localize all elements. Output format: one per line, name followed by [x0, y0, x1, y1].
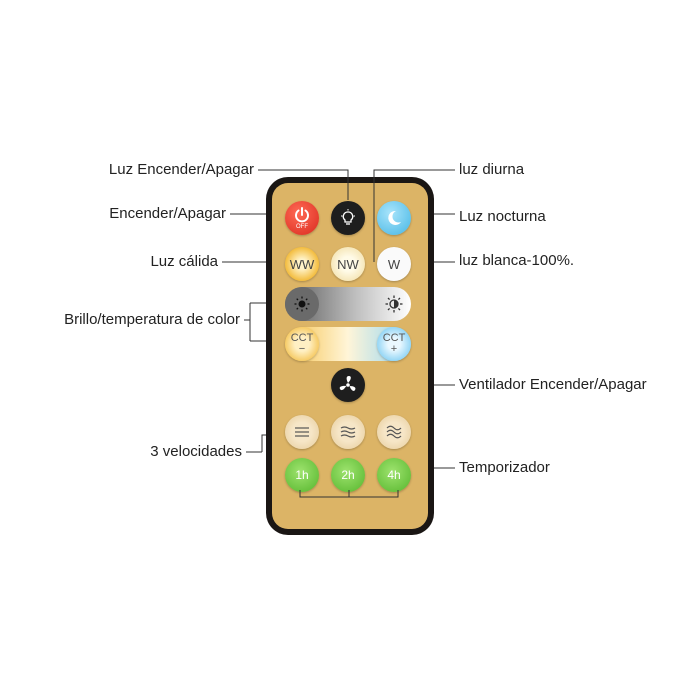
- cct-plus-button[interactable]: CCT +: [377, 327, 411, 361]
- fan-button[interactable]: [331, 368, 365, 402]
- speed-low-button[interactable]: [285, 415, 319, 449]
- lightbulb-icon: [341, 209, 355, 225]
- brightness-low-icon: [294, 296, 310, 312]
- warm-white-button[interactable]: WW: [285, 247, 319, 281]
- w-label: W: [387, 256, 401, 272]
- wind-wave-icon: [295, 427, 309, 437]
- label-temporizador: Temporizador: [459, 459, 550, 476]
- timer-2h-button[interactable]: 2h: [331, 458, 365, 492]
- brightness-down-button[interactable]: [285, 287, 319, 321]
- timer-1h-label: 1h: [295, 468, 309, 482]
- speed-high-button[interactable]: [377, 415, 411, 449]
- light-toggle-button[interactable]: [331, 201, 365, 235]
- night-light-button[interactable]: [377, 201, 411, 235]
- label-encender-apagar: Encender/Apagar: [109, 205, 226, 222]
- label-brillo-temperatura: Brillo/temperatura de color: [64, 311, 240, 328]
- power-icon: [295, 207, 309, 223]
- timer-4h-button[interactable]: 4h: [377, 458, 411, 492]
- cct-plus-sign: +: [390, 343, 398, 355]
- power-button[interactable]: OFF: [285, 201, 319, 235]
- label-tres-velocidades: 3 velocidades: [150, 443, 242, 460]
- natural-white-button[interactable]: NW: [331, 247, 365, 281]
- timer-4h-label: 4h: [387, 468, 401, 482]
- cct-minus-sign: −: [298, 343, 306, 355]
- cct-plus-label: CCT: [382, 332, 406, 344]
- cct-minus-button[interactable]: CCT −: [285, 327, 319, 361]
- label-luz-diurna: luz diurna: [459, 161, 525, 178]
- moon-icon: [388, 210, 401, 225]
- timer-1h-button[interactable]: 1h: [285, 458, 319, 492]
- brightness-up-button[interactable]: [377, 287, 411, 321]
- nw-label: NW: [337, 256, 359, 272]
- label-ventilador: Ventilador Encender/Apagar: [459, 376, 647, 393]
- label-luz-encender-apagar: Luz Encender/Apagar: [108, 161, 254, 178]
- ww-label: WW: [289, 256, 315, 272]
- fan-icon: [339, 376, 356, 391]
- label-luz-calida: Luz cálida: [150, 253, 218, 270]
- wind-wave-icon: [386, 425, 402, 439]
- brightness-high-icon: [385, 295, 403, 313]
- cct-minus-label: CCT: [290, 332, 314, 344]
- power-off-text: OFF: [296, 224, 308, 230]
- label-luz-nocturna: Luz nocturna: [459, 208, 546, 225]
- speed-medium-button[interactable]: [331, 415, 365, 449]
- timer-2h-label: 2h: [341, 468, 355, 482]
- label-luz-blanca: luz blanca-100%.: [459, 252, 575, 269]
- wind-wave-icon: [340, 426, 356, 438]
- white-button[interactable]: W: [377, 247, 411, 281]
